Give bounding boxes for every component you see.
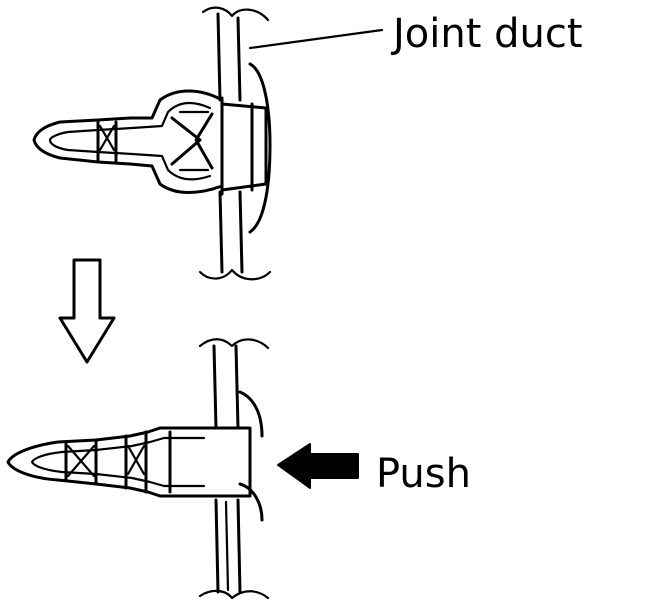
- joint-duct-leader-line: [248, 28, 384, 50]
- clip-body-bottom: [6, 426, 218, 498]
- joint-duct-label: Joint duct: [390, 11, 583, 57]
- clip-head-top: [248, 62, 272, 234]
- hollow-down-arrow-icon: [58, 258, 116, 364]
- joint-duct-panel-bottom: [198, 338, 270, 600]
- clip-head-bottom: [238, 390, 264, 522]
- solid-left-arrow-icon: [277, 443, 359, 489]
- joint-duct-panel-top: [198, 6, 272, 281]
- clip-body-top: [32, 89, 224, 194]
- push-label: Push: [376, 451, 471, 497]
- bottom-figure: [6, 338, 359, 600]
- top-figure: [32, 6, 384, 281]
